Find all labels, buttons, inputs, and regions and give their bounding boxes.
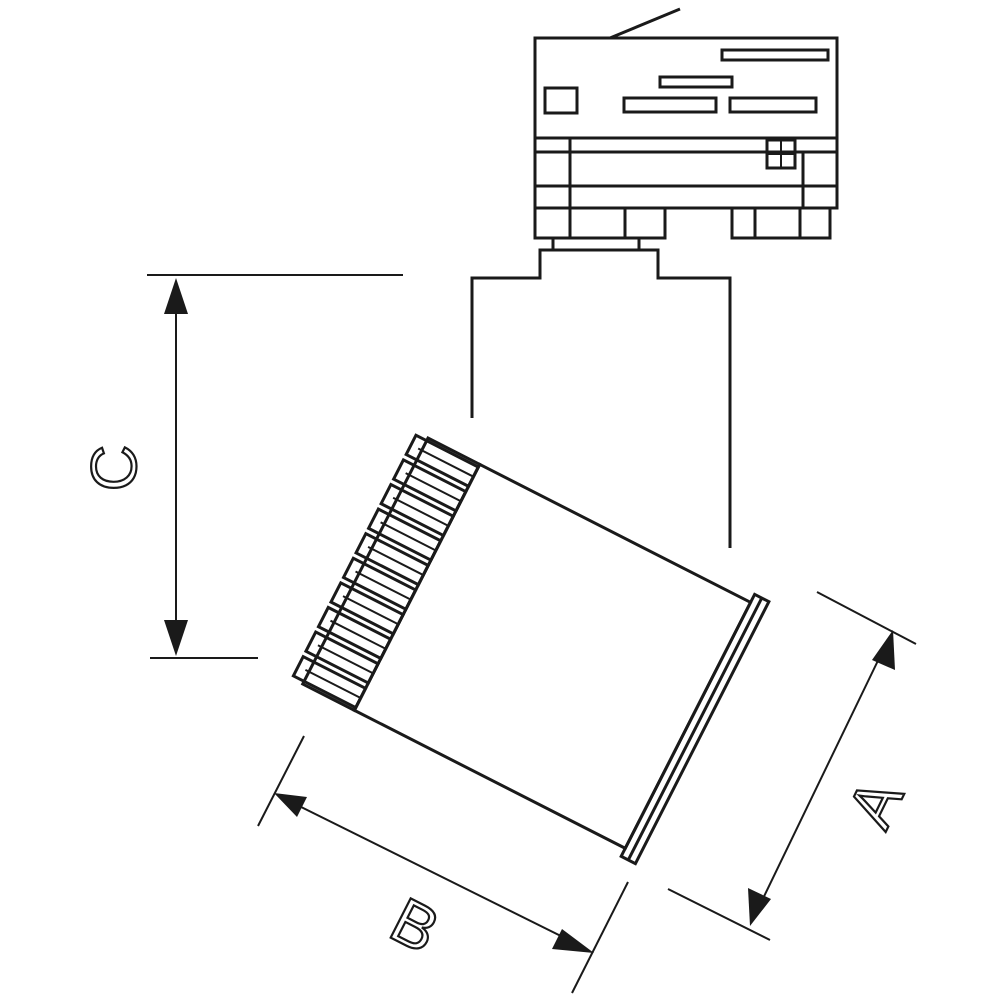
heat-sink-fin-groove — [355, 570, 412, 601]
dim-b-line — [284, 798, 584, 948]
heat-sink-fin-groove — [417, 447, 474, 478]
adapter-rail-section — [533, 136, 839, 210]
heat-sink-fin-groove — [304, 668, 362, 699]
adapter-neck — [551, 236, 641, 252]
heat-sink-fin-groove — [392, 496, 449, 527]
dim-a-extension-bottom — [667, 888, 771, 941]
dim-b-label: B — [380, 884, 451, 968]
dimension-b: B — [257, 735, 629, 994]
dim-b-arrow-left — [274, 793, 307, 817]
dim-c-arrow-bottom — [164, 620, 188, 656]
lamp-bezel-line — [626, 597, 764, 861]
dimension-a: A — [667, 591, 918, 941]
heat-sink-fin-groove — [317, 644, 374, 675]
adapter-foot-right — [730, 206, 832, 240]
dim-c-label: C — [78, 445, 150, 491]
adapter-foot-block — [623, 206, 667, 240]
adapter-foot-left — [533, 208, 627, 240]
adapter-slot-3 — [622, 96, 718, 114]
dim-b-extension-left — [257, 735, 305, 827]
dim-b-arrow-right — [552, 929, 594, 953]
dim-a-extension-top — [816, 591, 917, 645]
track-adapter — [533, 7, 839, 252]
lamp-head — [291, 433, 771, 866]
heat-sink-fin-groove — [380, 521, 437, 552]
heat-sink-fin-groove — [342, 595, 399, 626]
adapter-lever — [609, 7, 681, 40]
heat-sink-fins — [291, 433, 481, 710]
adapter-slot-4 — [728, 96, 818, 114]
heat-sink-fin-groove — [330, 619, 387, 650]
fixture-stem — [470, 248, 732, 548]
heat-sink-fin-groove — [405, 472, 462, 503]
adapter-slot-1 — [720, 48, 830, 62]
dim-c-arrow-top — [164, 278, 188, 314]
heat-sink-fin-groove — [367, 546, 424, 576]
dim-a-arrow-bottom — [748, 888, 771, 926]
dim-a-line — [755, 643, 887, 914]
dim-a-arrow-top — [872, 630, 895, 670]
dim-b-extension-right — [571, 881, 629, 994]
adapter-window — [543, 86, 579, 115]
adapter-slot-2 — [658, 75, 734, 89]
dimension-c: C — [77, 274, 403, 659]
dim-a-label: A — [834, 768, 918, 838]
